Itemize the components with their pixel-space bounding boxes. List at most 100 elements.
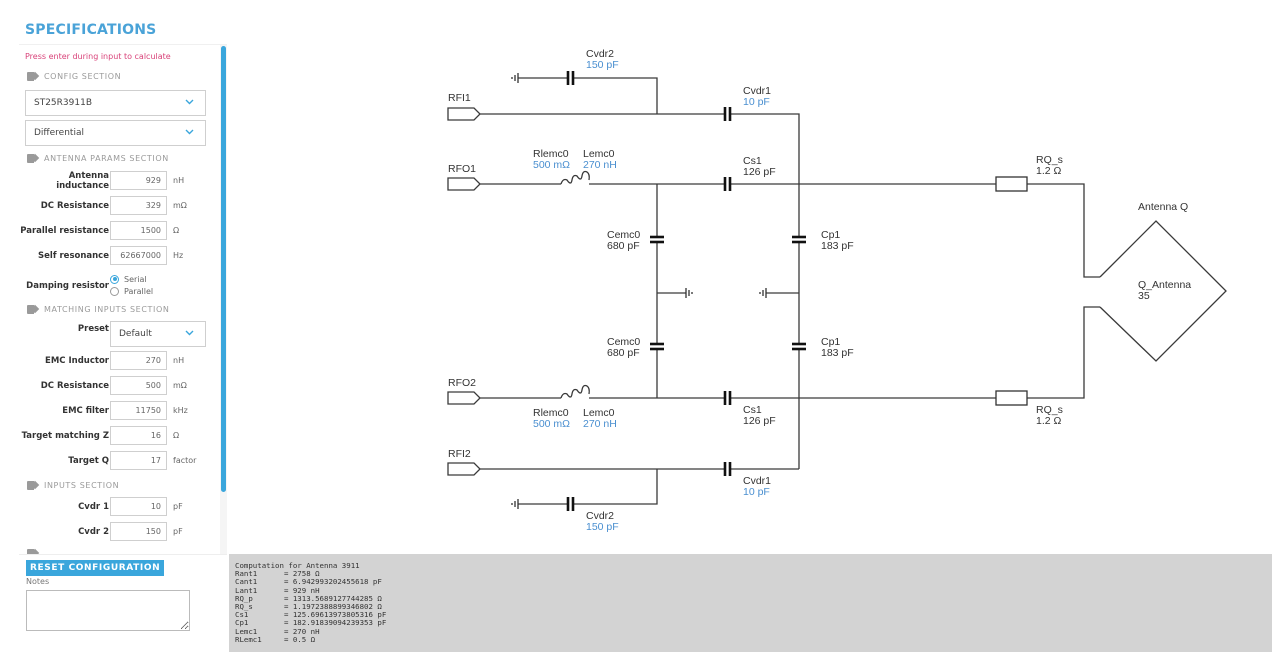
emc-dc-resistance-row: DC Resistance mΩ (19, 376, 219, 396)
parallel-resistance-row: Parallel resistance Ω (19, 221, 219, 241)
scrollbar-thumb[interactable] (221, 46, 226, 492)
cvdr1-row: Cvdr 1 pF (19, 497, 219, 517)
antenna-inductance-row: Antenna inductance nH (19, 171, 219, 191)
mode-select[interactable]: Differential (25, 120, 206, 146)
specifications-scroll-area: Press enter during input to calculate CO… (19, 44, 227, 556)
tag-icon (27, 154, 38, 163)
inductor-lemc0-bottom[interactable] (560, 384, 590, 399)
matching-circuit-schematic: RFI1 RFO1 RFO2 RFI2 (229, 0, 1280, 552)
component-name: Cvdr2 (586, 48, 614, 60)
field-label: Target matching Z (21, 431, 109, 441)
field-label: EMC filter (62, 406, 109, 416)
self-resonance-row: Self resonance Hz (19, 246, 219, 266)
field-unit: nH (173, 356, 185, 365)
component-value: 10 pF (743, 486, 770, 498)
field-unit: Ω (173, 226, 180, 235)
inductor-lemc0-top[interactable] (560, 170, 590, 185)
capacitor-cemc0-bottom[interactable] (650, 342, 664, 351)
schematic-svg: RFI1 RFO1 RFO2 RFI2 (447, 48, 1227, 533)
capacitor-cemc0-top[interactable] (650, 235, 664, 244)
cvdr2-input[interactable] (110, 522, 167, 541)
field-unit: factor (173, 456, 197, 465)
radio-label: Parallel (124, 286, 154, 296)
self-resonance-input[interactable] (110, 246, 167, 265)
component-name: Rlemc0 (533, 148, 569, 160)
bottom-left-panel: RESET CONFIGURATION Notes (19, 554, 227, 654)
capacitor-cp1-bottom[interactable] (792, 342, 806, 351)
damping-radio-group: Serial Parallel (110, 273, 153, 297)
field-unit: nH (173, 176, 185, 185)
component-value: 183 pF (821, 240, 854, 252)
radio-button[interactable] (110, 286, 119, 296)
capacitor-cvdr1-bottom[interactable] (723, 462, 732, 476)
field-label: Cvdr 2 (78, 527, 109, 537)
capacitor-cvdr2-bottom[interactable] (566, 497, 575, 511)
component-value: 183 pF (821, 347, 854, 359)
target-matching-z-input[interactable] (110, 426, 167, 445)
antenna-params-section-header: ANTENNA PARAMS SECTION (27, 154, 169, 163)
computation-text: Computation for Antenna 3911 Rant1 = 275… (235, 561, 387, 644)
component-value: 270 nH (583, 418, 617, 430)
emc-inductor-input[interactable] (110, 351, 167, 370)
resistor-rqs-top[interactable] (995, 176, 1028, 192)
radio-serial[interactable]: Serial (110, 273, 153, 285)
computation-output: Computation for Antenna 3911 Rant1 = 275… (229, 554, 1272, 652)
field-unit: mΩ (173, 201, 187, 210)
field-label: Self resonance (38, 251, 109, 261)
dc-resistance-input[interactable] (110, 196, 167, 215)
config-section-header: CONFIG SECTION (27, 72, 121, 81)
emc-inductor-row: EMC Inductor nH (19, 351, 219, 371)
cvdr1-input[interactable] (110, 497, 167, 516)
component-value: 1.2 Ω (1036, 165, 1062, 177)
component-name: Cemc0 (607, 336, 640, 348)
inputs-section-header: INPUTS SECTION (27, 481, 119, 490)
preset-select[interactable]: Default (110, 321, 206, 347)
radio-parallel[interactable]: Parallel (110, 285, 153, 297)
parallel-resistance-input[interactable] (110, 221, 167, 240)
port-label: RFI2 (448, 448, 471, 460)
field-label: EMC Inductor (45, 356, 109, 366)
chevron-down-icon (185, 98, 194, 106)
field-unit: Hz (173, 251, 184, 260)
port-rfo2: RFO2 (447, 377, 481, 405)
capacitor-cvdr2-top[interactable] (566, 71, 575, 85)
tag-icon (27, 481, 38, 490)
antenna-q-block[interactable] (1099, 220, 1227, 362)
field-label: DC Resistance (40, 381, 109, 391)
component-name: RQ_s (1036, 404, 1063, 416)
component-value: 500 mΩ (533, 418, 570, 430)
component-value: 1.2 Ω (1036, 415, 1062, 427)
field-label: Target Q (68, 456, 109, 466)
field-unit: mΩ (173, 381, 187, 390)
capacitor-cs1-bottom[interactable] (723, 391, 732, 405)
damping-resistor-row: Damping resistor Serial Parallel (19, 273, 219, 299)
radio-button-selected[interactable] (110, 274, 119, 284)
capacitor-cs1-top[interactable] (723, 177, 732, 191)
component-name: Rlemc0 (533, 407, 569, 419)
capacitor-cp1-top[interactable] (792, 235, 806, 244)
port-label: RFO2 (448, 377, 476, 389)
dc-resistance-row: DC Resistance mΩ (19, 196, 219, 216)
specifications-panel: SPECIFICATIONS Press enter during input … (19, 18, 227, 558)
field-label: Preset (77, 324, 109, 334)
notes-textarea[interactable] (26, 590, 190, 631)
component-name: Lemc0 (583, 148, 615, 160)
resistor-rqs-bottom[interactable] (995, 390, 1028, 406)
reset-configuration-button[interactable]: RESET CONFIGURATION (26, 560, 165, 576)
antenna-inductance-input[interactable] (110, 171, 167, 190)
component-value: 150 pF (586, 521, 619, 533)
component-value: 126 pF (743, 166, 776, 178)
capacitor-cvdr1-top[interactable] (723, 107, 732, 121)
component-value: 150 pF (586, 59, 619, 71)
field-label: Damping resistor (26, 281, 109, 291)
port-rfo1: RFO1 (447, 163, 481, 191)
radio-label: Serial (124, 274, 147, 284)
chip-select[interactable]: ST25R3911B (25, 90, 206, 116)
emc-filter-input[interactable] (110, 401, 167, 420)
emc-dc-resistance-input[interactable] (110, 376, 167, 395)
cvdr2-row: Cvdr 2 pF (19, 522, 219, 542)
field-unit: kHz (173, 406, 188, 415)
target-q-input[interactable] (110, 451, 167, 470)
tag-icon (27, 72, 38, 81)
component-name: Cp1 (821, 229, 840, 241)
